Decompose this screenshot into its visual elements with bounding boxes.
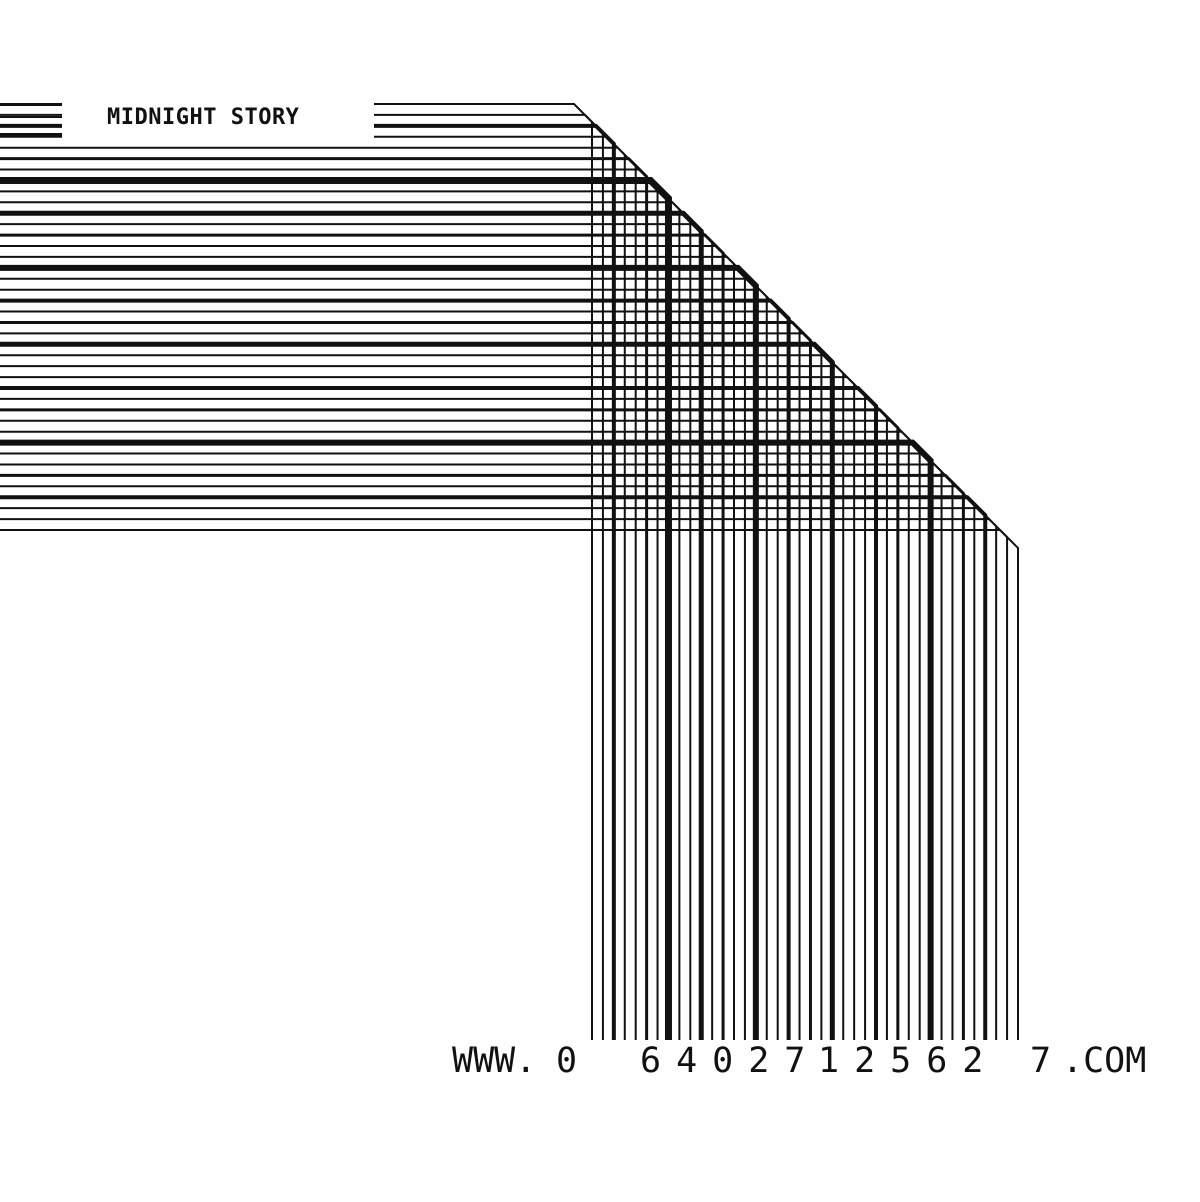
barcode-line (0, 201, 692, 1040)
barcode-line (0, 354, 845, 1040)
barcode-line (0, 288, 779, 1040)
barcode-line (0, 518, 1009, 1040)
barcode-caption: WWW. 0 64027 12562 7 .COM (452, 1041, 1146, 1081)
right-digit-group: 12562 (818, 1041, 998, 1081)
barcode-line (0, 341, 835, 1040)
barcode-line (0, 408, 900, 1040)
barcode-line (0, 157, 649, 1040)
barcode-line (0, 320, 812, 1040)
barcode-line (0, 210, 704, 1040)
barcode-line (0, 245, 735, 1040)
barcode-line (0, 310, 801, 1040)
barcode-line (0, 255, 746, 1040)
barcode-line (0, 397, 888, 1040)
barcode-line (0, 419, 910, 1040)
barcode-line (0, 103, 593, 1040)
barcode-line (0, 507, 998, 1040)
title-side-dash (0, 116, 62, 118)
barcode-line (0, 529, 1019, 1040)
barcode-line (0, 298, 791, 1040)
barcode-line (0, 277, 768, 1040)
barcode-line (0, 495, 988, 1040)
barcode-line (0, 176, 672, 1040)
barcode-line (0, 190, 681, 1040)
left-digit-group: 64027 (640, 1041, 820, 1081)
lead-digit: 0 (556, 1041, 577, 1081)
barcode-line (0, 473, 965, 1040)
barcode-line (0, 223, 714, 1040)
barcode-line (0, 452, 943, 1040)
album-title: MIDNIGHT STORY (107, 105, 300, 130)
barcode-line (0, 463, 954, 1040)
barcode-line (0, 113, 604, 1040)
barcode-line (0, 365, 856, 1040)
barcode-line (0, 430, 921, 1040)
barcode-line (0, 233, 725, 1040)
barcode-line (0, 332, 823, 1040)
barcode-line (0, 439, 934, 1040)
barcode-line (0, 123, 616, 1040)
title-strip (62, 96, 374, 140)
url-suffix: .COM (1062, 1041, 1146, 1081)
barcode-line (0, 135, 626, 1040)
check-digit: 7 (1030, 1041, 1051, 1081)
barcode-line (0, 386, 878, 1040)
barcode-line (0, 485, 976, 1040)
url-prefix: WWW. (452, 1041, 536, 1081)
barcode-line (0, 146, 637, 1040)
barcode-line (0, 264, 759, 1040)
barcode-bars (0, 103, 1019, 1040)
title-side-dash (0, 133, 62, 137)
title-side-dash (0, 104, 62, 106)
